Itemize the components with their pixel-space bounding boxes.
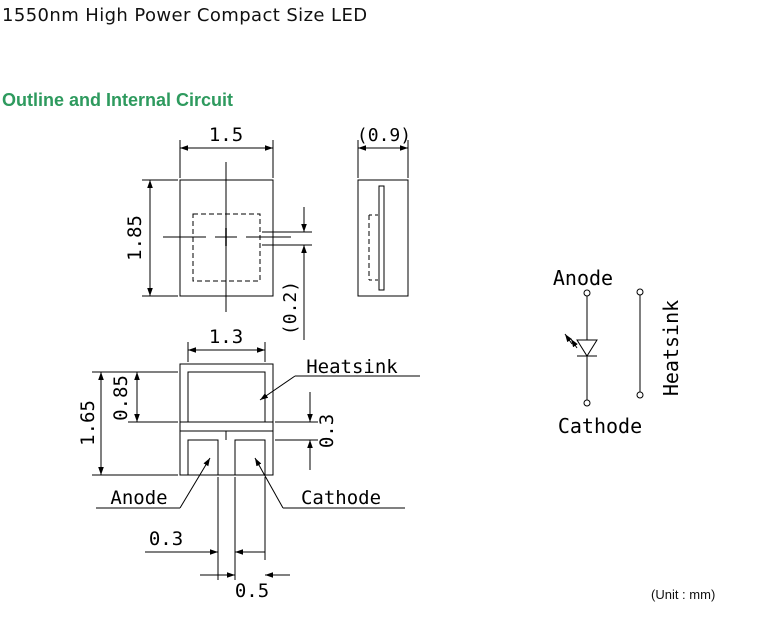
light-arrow-icon <box>564 333 573 345</box>
dim-upper-height: 0.85 <box>110 375 132 421</box>
dim-pad-width: 0.5 <box>235 580 269 602</box>
dim-gap-height: 0.3 <box>316 414 338 448</box>
label-anode: Anode <box>110 487 167 509</box>
bottom-view <box>92 342 420 580</box>
page-title: 1550nm High Power Compact Size LED <box>2 5 368 26</box>
dim-offset: (0.2) <box>280 281 301 335</box>
internal-circuit <box>564 288 644 407</box>
circuit-heatsink-label: Heatsink <box>659 300 683 396</box>
dim-total-height: 1.65 <box>77 400 99 446</box>
dim-bottom-width: 1.3 <box>209 326 243 348</box>
section-title: Outline and Internal Circuit <box>2 90 234 110</box>
dim-top-width: 1.5 <box>209 124 243 146</box>
top-view <box>142 140 312 340</box>
diode-symbol <box>576 339 598 357</box>
circuit-cathode-label: Cathode <box>558 414 642 438</box>
dim-pad-offset: 0.3 <box>149 528 183 550</box>
unit-note: (Unit : mm) <box>651 587 716 602</box>
circuit-anode-label: Anode <box>553 266 613 290</box>
label-heatsink: Heatsink <box>306 356 398 378</box>
dim-side-width: (0.9) <box>357 125 411 146</box>
label-cathode: Cathode <box>301 487 381 509</box>
dim-height: 1.85 <box>124 215 146 261</box>
side-view <box>357 140 409 297</box>
